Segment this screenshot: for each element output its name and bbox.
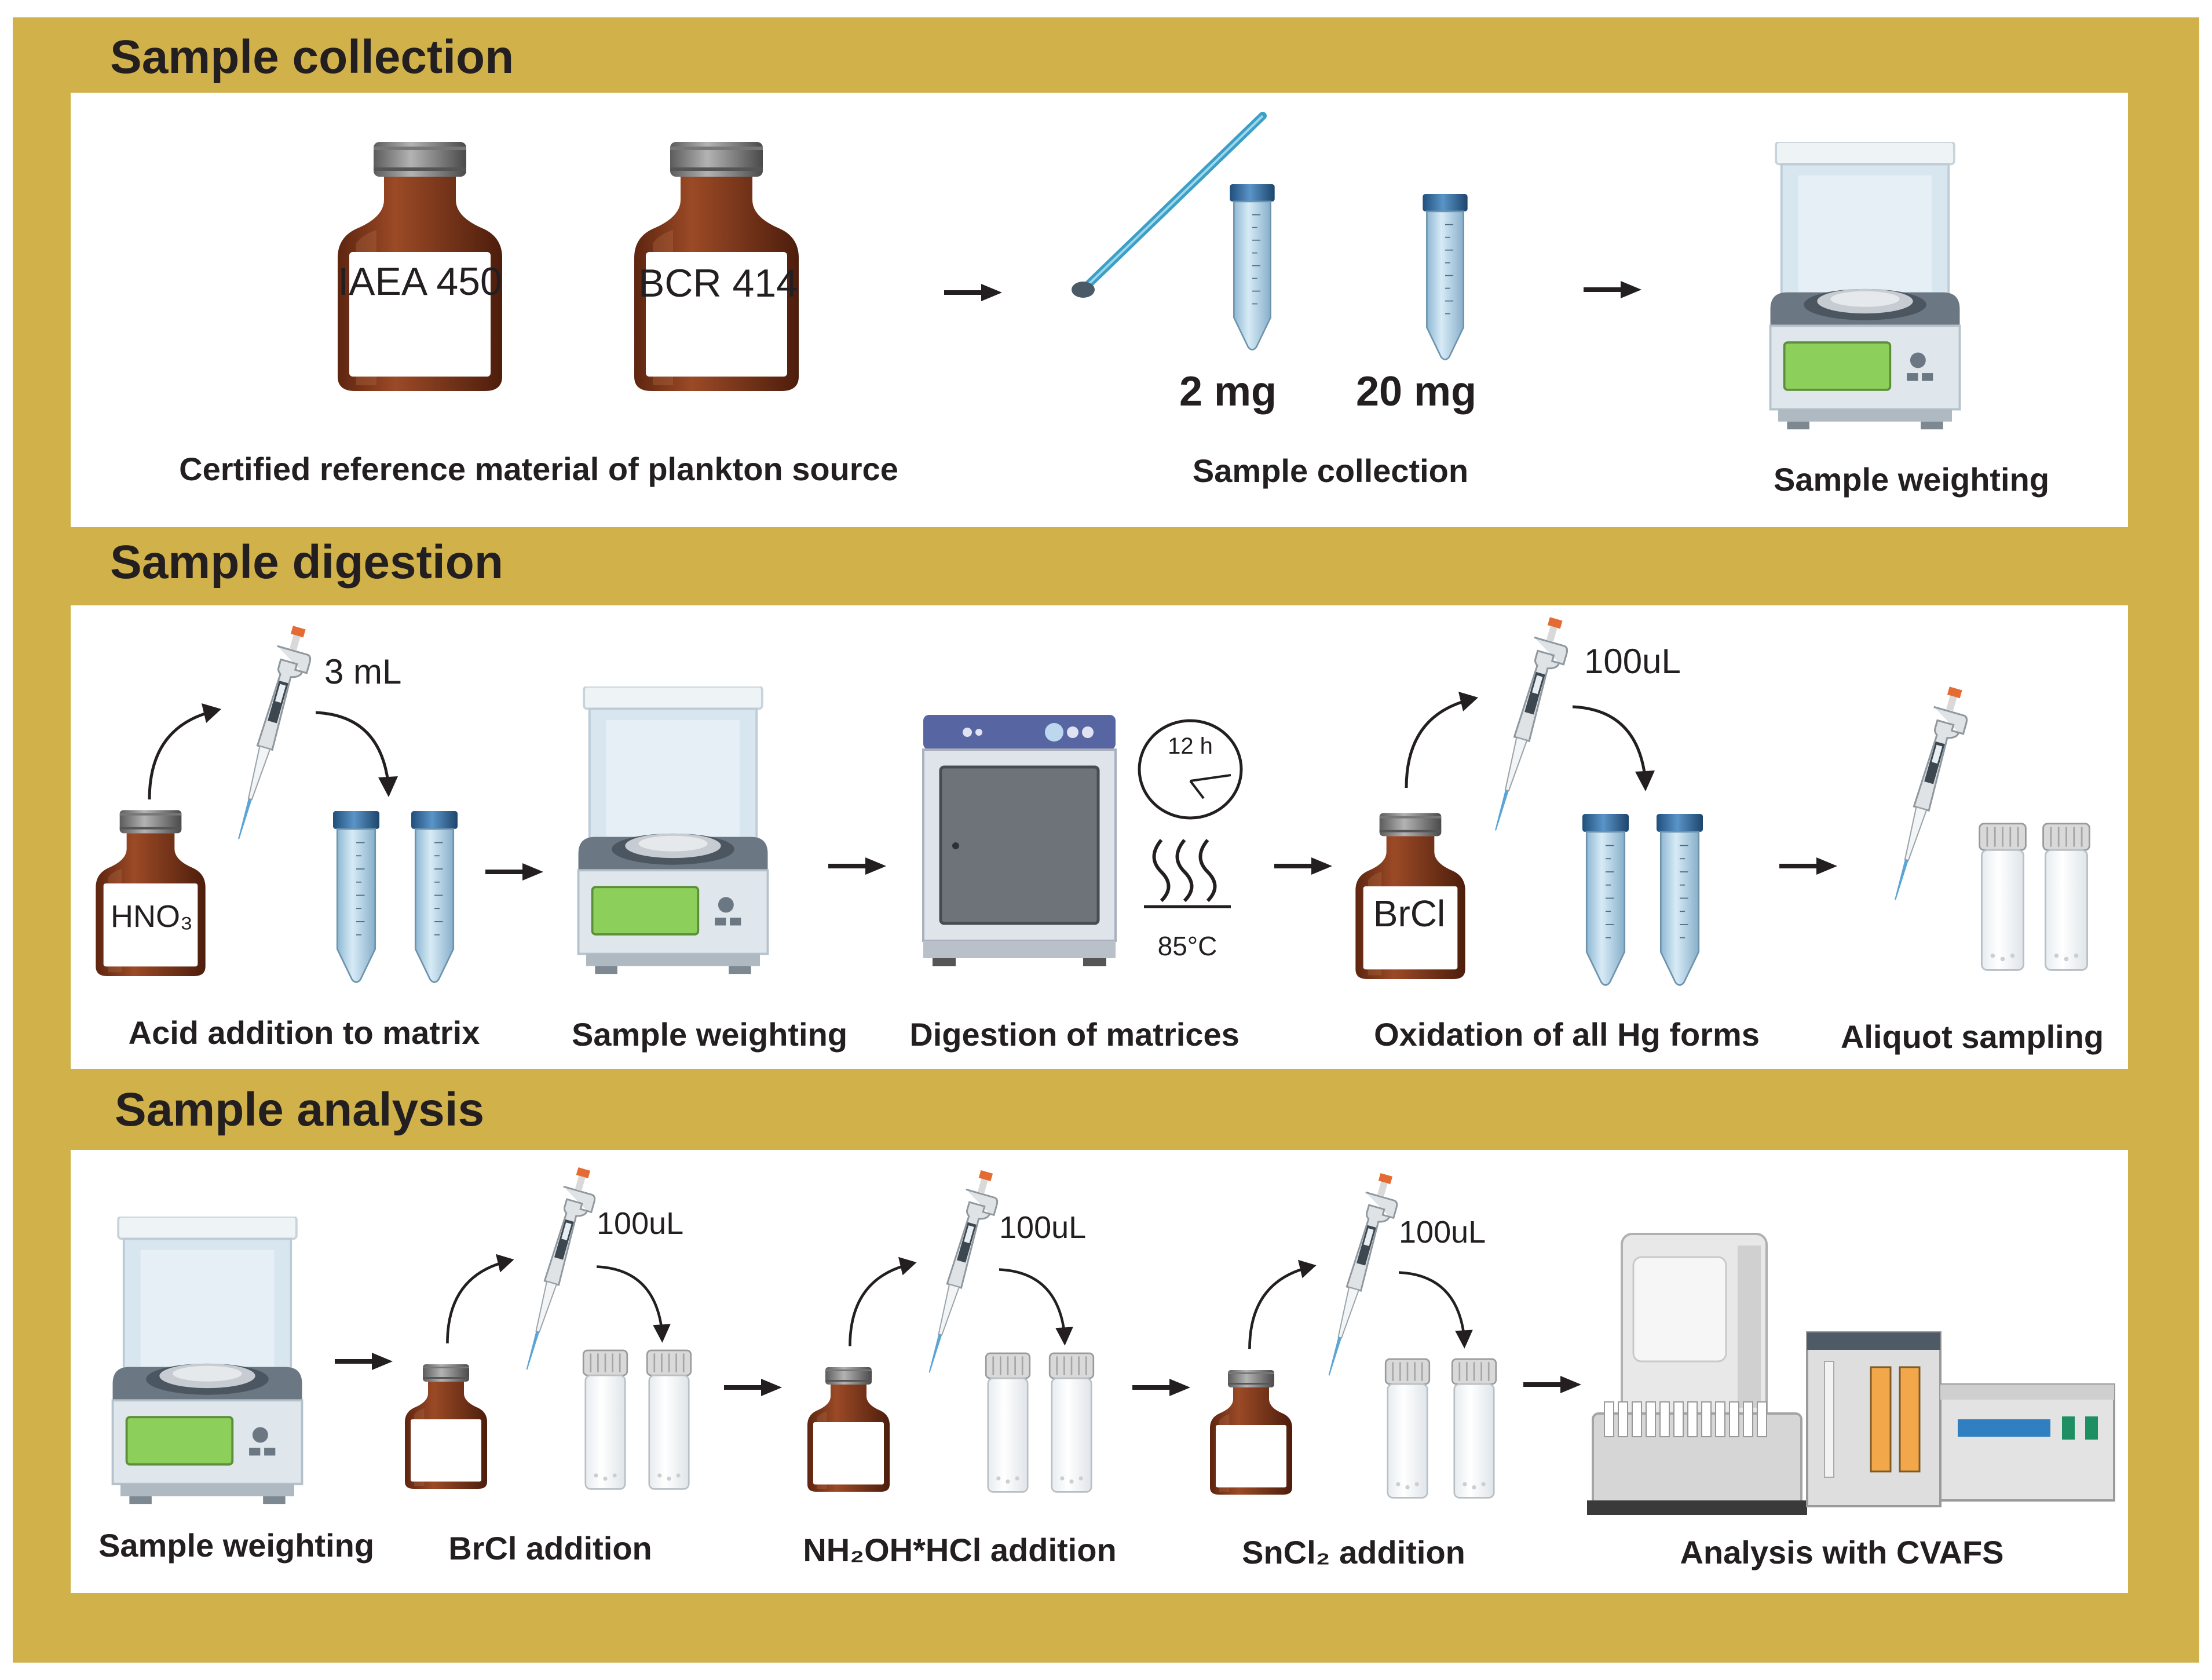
arrow-icon [724, 1379, 782, 1396]
centrifuge-tube-icon [1577, 814, 1635, 988]
vial-icon [1448, 1353, 1500, 1506]
timer-label: 12 h [1168, 733, 1213, 759]
mass-label-small: 2 mg [1179, 368, 1277, 415]
arrow-icon [828, 857, 886, 875]
curve-arrow-up-icon [1402, 689, 1483, 788]
label-cvafs-analysis: Analysis with CVAFS [1680, 1534, 2004, 1571]
oven-icon [922, 715, 1117, 966]
pipette-icon [1477, 614, 1570, 840]
label-sample-weighting: Sample weighting [1773, 461, 2050, 498]
balance-icon [1761, 142, 1969, 432]
label-sample-weighting: Sample weighting [571, 1016, 848, 1053]
curve-arrow-down-icon [316, 701, 403, 799]
centrifuge-tube-icon [405, 811, 463, 985]
vial-icon [2039, 823, 2094, 973]
curve-arrow-up-icon [846, 1254, 921, 1347]
reagent-jar-icon [805, 1353, 892, 1509]
volume-label: 100uL [597, 1206, 684, 1241]
curve-arrow-up-icon [443, 1251, 518, 1344]
acid-jar-icon [93, 808, 209, 982]
label-sample-weighting: Sample weighting [98, 1527, 375, 1564]
curve-arrow-up-icon [1245, 1257, 1321, 1350]
label-aliquot: Aliquot sampling [1840, 1018, 2104, 1055]
vial-icon [1975, 823, 2030, 973]
reagent-jar-icon [1208, 1356, 1295, 1512]
section-title-digestion: Sample digestion [110, 536, 503, 589]
curve-arrow-down-icon [1399, 1260, 1477, 1353]
arrow-icon [944, 284, 1002, 301]
volume-label: 3 mL [324, 652, 402, 691]
pipette-icon [220, 623, 313, 849]
label-sample-collection: Sample collection [1192, 452, 1469, 489]
vial-icon [643, 1344, 695, 1498]
label-oxidation: Oxidation of all Hg forms [1374, 1016, 1760, 1053]
label-brcl-addition: BrCl addition [448, 1530, 652, 1566]
arrow-icon [335, 1353, 393, 1370]
label-sncl2-addition: SnCl₂ addition [1242, 1534, 1465, 1571]
arrow-icon [1132, 1379, 1190, 1396]
vial-icon [1045, 1347, 1098, 1500]
section-title-analysis: Sample analysis [115, 1083, 485, 1136]
arrow-icon [1584, 281, 1641, 298]
label-acid-addition: Acid addition to matrix [128, 1014, 480, 1051]
volume-label: 100uL [999, 1210, 1087, 1245]
label-digestion: Digestion of matrices [909, 1016, 1240, 1053]
heat-icon [1144, 839, 1231, 908]
temperature-label: 85°C [1157, 931, 1217, 961]
section-title-collection: Sample collection [110, 31, 514, 83]
crm-label-bcr: BCR 414 [638, 261, 798, 305]
centrifuge-tube-icon [1223, 184, 1281, 352]
centrifuge-tube-icon [1419, 194, 1471, 362]
oxidant-label: BrCl [1373, 893, 1446, 934]
arrow-icon [485, 863, 543, 881]
mass-label-large: 20 mg [1355, 368, 1477, 415]
label-nh2oh-addition: NH₂OH*HCl addition [803, 1532, 1117, 1568]
reagent-jar-icon [403, 1350, 489, 1506]
panel-sample-analysis [71, 1150, 2128, 1593]
balance-icon [103, 1217, 312, 1506]
crm-label-iaea: IAEA 450 [338, 260, 502, 304]
volume-label: 100uL [1584, 642, 1681, 681]
pipette-icon [1877, 684, 1969, 910]
curve-arrow-down-icon [1573, 695, 1659, 794]
balance-icon [569, 686, 777, 976]
label-crm: Certified reference material of plankton… [179, 451, 898, 487]
cvafs-instrument-icon [1587, 1233, 2115, 1515]
acid-label: HNO₃ [111, 899, 193, 934]
centrifuge-tube-icon [1651, 814, 1709, 988]
curve-arrow-down-icon [597, 1254, 675, 1347]
volume-label: 100uL [1399, 1215, 1486, 1250]
vial-icon [982, 1347, 1034, 1500]
spatula-icon [1072, 112, 1267, 298]
curve-arrow-up-icon [145, 701, 226, 799]
curve-arrow-down-icon [999, 1257, 1077, 1350]
vial-icon [1381, 1353, 1434, 1506]
centrifuge-tube-icon [327, 811, 385, 985]
arrow-icon [1274, 857, 1332, 875]
arrow-icon [1523, 1376, 1581, 1393]
vial-icon [579, 1344, 631, 1498]
arrow-icon [1779, 857, 1837, 875]
clock-icon [1138, 719, 1243, 820]
